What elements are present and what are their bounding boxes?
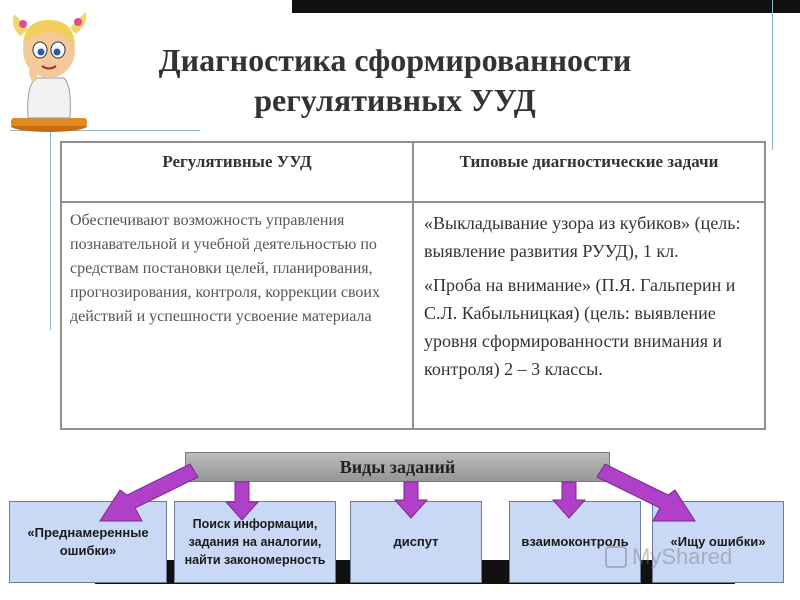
task-type-label: «Ищу ошибки» (670, 534, 766, 549)
table-cell-description: Обеспечивают возможность управления позн… (60, 201, 414, 430)
decor-line (772, 0, 773, 150)
task-type-label: взаимоконтроль (521, 534, 629, 549)
cartoon-girl-mascot-icon (11, 12, 87, 132)
page-title-line: Диагностика сформированности (158, 42, 632, 78)
table-header-row: Регулятивные УУД Типовые диагностические… (60, 141, 766, 203)
task-type-box: Поиск информации, задания на аналогии, н… (174, 501, 336, 583)
task-type-box: диспут (350, 501, 482, 583)
task-type-label: Поиск информации, задания на аналогии, н… (184, 517, 326, 567)
table-row: Обеспечивают возможность управления позн… (60, 201, 766, 430)
task-paragraph: «Проба на внимание» (П.Я. Гальперин и С.… (424, 275, 736, 379)
top-decor-bar (292, 0, 800, 13)
table-header-cell: Типовые диагностические задачи (412, 141, 766, 203)
task-type-label: диспут (393, 534, 439, 549)
table-cell-tasks: «Выкладывание узора из кубиков» (цель: в… (412, 201, 766, 430)
tasks-header-band: Виды заданий (185, 452, 610, 482)
decor-line (50, 130, 51, 330)
watermark: MyShared (605, 543, 790, 571)
page-title-line: регулятивных УУД (254, 82, 536, 118)
page-title: Диагностика сформированности регулятивны… (100, 40, 690, 120)
myshared-logo-icon (605, 546, 627, 568)
task-type-label: «Преднамеренные ошибки» (27, 525, 149, 558)
decor-line (10, 130, 200, 131)
task-type-box: «Преднамеренные ошибки» (9, 501, 167, 583)
task-paragraph: «Выкладывание узора из кубиков» (цель: в… (424, 213, 741, 261)
watermark-text: MyShared (632, 544, 733, 569)
table-header-cell: Регулятивные УУД (60, 141, 414, 203)
regulative-uud-table: Регулятивные УУД Типовые диагностические… (60, 141, 766, 430)
